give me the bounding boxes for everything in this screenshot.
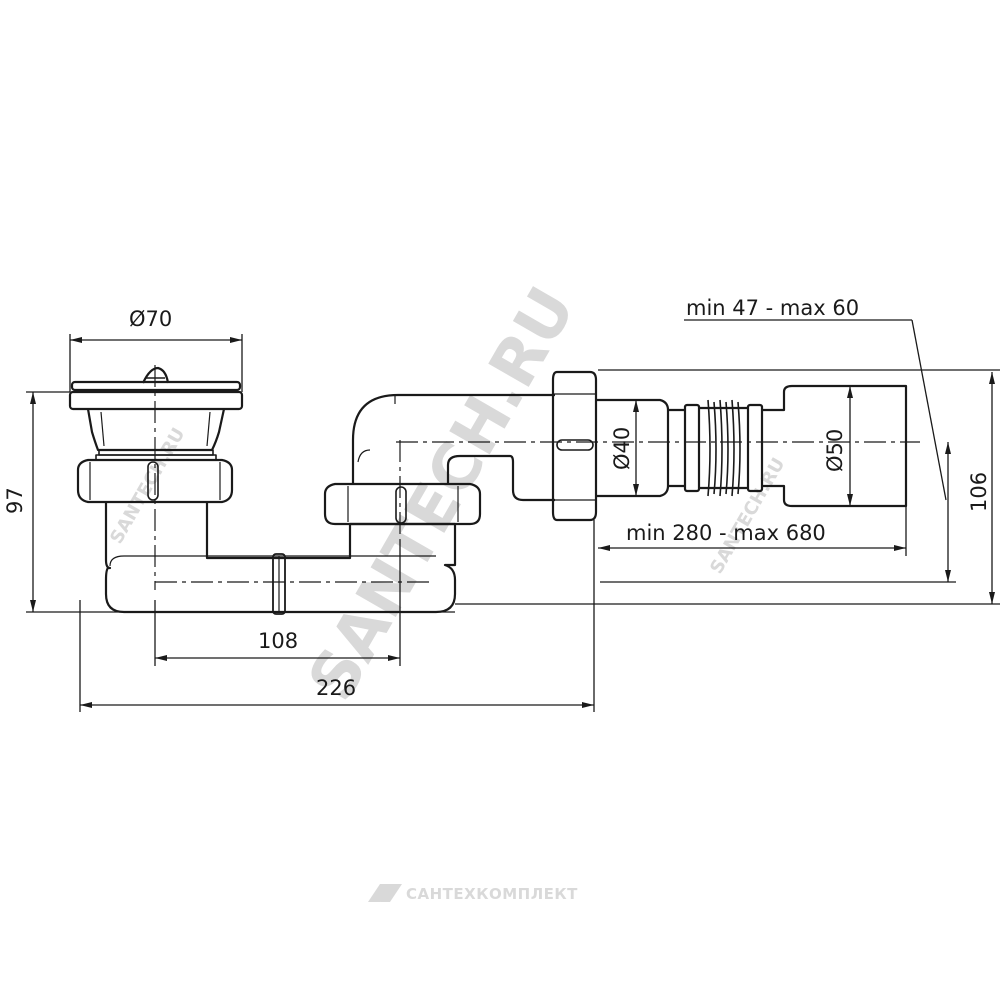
- siphon-outline: [68, 366, 908, 615]
- left-union-nut: [76, 458, 234, 504]
- dim-pipe-d40: Ø40: [610, 427, 634, 470]
- dim-overall-226: 226: [316, 676, 356, 700]
- grate-knob: [142, 366, 170, 384]
- drain-body: [86, 408, 226, 452]
- dimension-lines: [26, 319, 1000, 712]
- brand-logo-mark: [368, 884, 402, 902]
- brand-logo: САНТЕХКОМПЛЕКТ: [368, 884, 578, 903]
- trap-body: [104, 502, 457, 614]
- center-lines: [154, 365, 920, 590]
- right-union-nut: [551, 370, 598, 522]
- diagonal-watermark: SANTECH.RU: [295, 275, 590, 713]
- dim-adjust-range: min 47 - max 60: [686, 296, 859, 320]
- dim-height-97: 97: [3, 487, 27, 514]
- drain-grate: [70, 380, 242, 392]
- middle-union-nut: [323, 482, 482, 526]
- coupling-d50: [762, 384, 908, 508]
- dimension-arrows: [30, 337, 995, 708]
- dim-spacing-108: 108: [258, 629, 298, 653]
- outlet-pipe-d40: [596, 398, 670, 498]
- corrugated-hose: [699, 399, 748, 497]
- dim-pipe-d50: Ø50: [823, 429, 847, 472]
- brand-name: САНТЕХКОМПЛЕКТ: [406, 885, 578, 903]
- drain-flange: [68, 390, 244, 411]
- pipe-ring: [272, 553, 286, 615]
- dim-flange-diameter: Ø70: [129, 307, 172, 331]
- dim-height-106: 106: [967, 472, 991, 512]
- dim-length-range: min 280 - max 680: [626, 521, 826, 545]
